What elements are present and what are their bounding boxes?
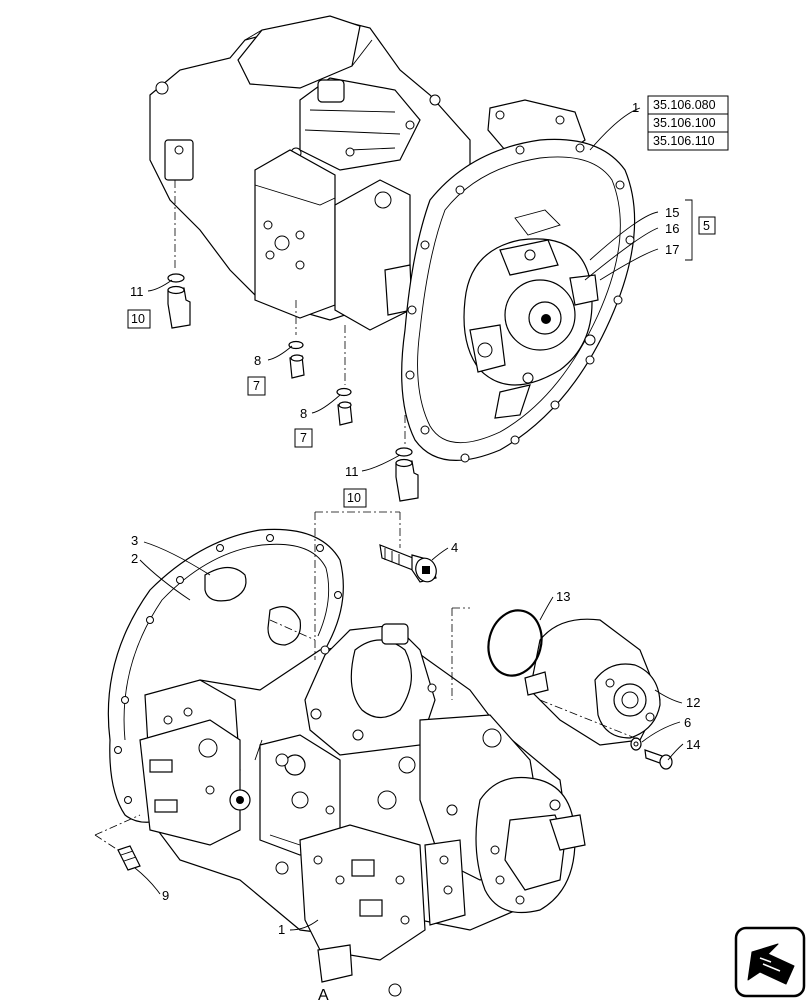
bolt-4 (379, 544, 437, 583)
ref-35-106-100[interactable]: 35.106.100 (653, 116, 716, 130)
arrow-nav-icon[interactable] (734, 926, 806, 998)
callout-16: 16 (665, 221, 679, 236)
bolt-9 (117, 845, 141, 871)
callout-6: 6 (684, 715, 691, 730)
o-ring-13 (487, 609, 543, 677)
callout-11-left: 11 (130, 284, 144, 299)
callout-15: 15 (665, 205, 679, 220)
coupling-disc (463, 209, 599, 419)
callout-leaders (134, 107, 684, 931)
ref-box-5[interactable]: 5 (703, 219, 710, 233)
callout-3: 3 (131, 533, 138, 548)
callout-4: 4 (451, 540, 458, 555)
fitting-parts-top (167, 273, 419, 502)
callout-17: 17 (665, 242, 679, 257)
top-assembly-leader-lines (174, 180, 406, 445)
callout-11-lower: 11 (345, 464, 359, 479)
pump-assembly-top (149, 15, 586, 331)
ref-box-10-lower[interactable]: 10 (347, 491, 361, 505)
ref-box-7-upper[interactable]: 7 (253, 379, 260, 393)
callout-1-bottom: 1 (278, 922, 285, 937)
ref-35-106-080[interactable]: 35.106.080 (653, 98, 716, 112)
callout-numbers: 1 15 16 17 11 8 8 11 4 3 2 13 12 6 14 9 … (130, 100, 700, 1004)
view-label-a: A (318, 987, 329, 1000)
pump-assembly-bottom (107, 528, 586, 997)
reference-boxes: 35.106.080 35.106.100 35.106.110 5 10 7 … (127, 95, 729, 508)
bolt-14-washer-6 (630, 737, 673, 770)
callout-13: 13 (556, 589, 570, 604)
callout-12: 12 (686, 695, 700, 710)
callout-1-top: 1 (632, 100, 639, 115)
ref-35-106-110[interactable]: 35.106.110 (653, 134, 715, 148)
callout-8-lower: 8 (300, 406, 307, 421)
ref-box-7-lower[interactable]: 7 (300, 431, 307, 445)
gear-pump-12 (524, 618, 661, 746)
callout-9: 9 (162, 888, 169, 903)
ref-box-10-left[interactable]: 10 (131, 312, 145, 326)
group-bracket (685, 199, 693, 261)
callout-8-upper: 8 (254, 353, 261, 368)
callout-14: 14 (686, 737, 700, 752)
flywheel-housing-top (401, 138, 636, 463)
callout-2: 2 (131, 551, 138, 566)
bottom-assembly-leader-lines (94, 511, 641, 851)
